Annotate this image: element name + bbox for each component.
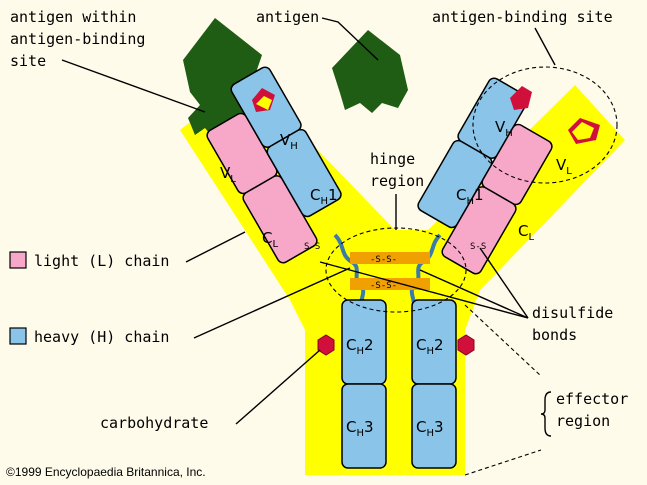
right-binding-pocket-vh [510, 86, 532, 110]
antigen-binding-site-outline [472, 66, 618, 184]
antigen-within-label-1: antigen within [10, 8, 136, 26]
light-chain-swatch [9, 251, 27, 269]
heavy-ss-text-1: -S-S- [370, 255, 397, 265]
carbohydrate-left [317, 334, 335, 356]
light-chain-leader [185, 231, 246, 263]
right-ch2-label: CH2 [416, 336, 444, 357]
effector-label-2: region [556, 412, 610, 430]
disulfide-leader-1 [479, 247, 529, 319]
heavy-chain-label: heavy (H) chain [34, 328, 169, 346]
heavy-chain-swatch [9, 327, 27, 345]
carbohydrate-right [457, 334, 475, 356]
copyright: ©1999 Encyclopaedia Britannica, Inc. [6, 465, 206, 479]
left-vl-label: VL [220, 164, 236, 185]
left-ch3-label: CH3 [346, 418, 374, 439]
carbohydrate-leader [235, 349, 321, 425]
right-arm [417, 77, 553, 275]
hinge-label-1: hinge [370, 150, 415, 168]
heavy-disulfide-bond-2 [350, 278, 430, 290]
hinge-label-2: region [370, 172, 424, 190]
antigen-within-label-2: antigen-binding [10, 30, 145, 48]
left-hinge-coil [333, 233, 366, 311]
right-binding-pocket-vl-inner [572, 122, 594, 140]
left-ch3-domain [341, 383, 387, 469]
right-cl-domain [441, 186, 517, 275]
right-ch1-label: CH1 [456, 186, 484, 207]
right-hinge-coil [409, 233, 442, 311]
light-chain-label: light (L) chain [34, 252, 169, 270]
antigen-within-label-3: site [10, 52, 46, 70]
antigen-free-blob [332, 30, 408, 113]
heavy-disulfide-bond-1 [350, 252, 430, 264]
antigen-binding-site-label: antigen-binding site [432, 8, 613, 26]
right-ch3-label: CH3 [416, 418, 444, 439]
left-light-ss-text: S-S [304, 242, 320, 252]
disulfide-label-2: bonds [532, 326, 577, 344]
effector-dashed-top [464, 304, 542, 377]
effector-dashed-bottom [464, 449, 542, 476]
right-light-ss-text: S-S [470, 242, 486, 252]
left-ch1-domain [266, 128, 342, 218]
right-cl-label: CL [518, 222, 534, 243]
antigen-in-pocket [256, 96, 272, 110]
heavy-ss-text-2: -S-S- [370, 281, 397, 291]
effector-bracket [540, 391, 552, 437]
heavy-chain-leader [193, 267, 351, 339]
right-vl-label: VL [556, 156, 572, 177]
left-ch1-label: CH1 [310, 186, 338, 207]
right-ch3-domain [411, 383, 457, 469]
antigen-binding-site-leader [534, 27, 556, 66]
antigen-leader [321, 17, 379, 61]
disulfide-leader-3 [319, 261, 529, 319]
antigen-within-leader [61, 59, 206, 113]
antigen-label: antigen [256, 8, 319, 26]
left-ch2-label: CH2 [346, 336, 374, 357]
disulfide-label-1: disulfide [532, 304, 613, 322]
disulfide-leader-2 [419, 269, 529, 319]
left-cl-label: CL [262, 229, 278, 250]
left-vh-label: VH [280, 131, 298, 152]
carbohydrate-label: carbohydrate [100, 414, 208, 432]
right-vh-label: VH [495, 118, 513, 139]
effector-label-1: effector [556, 390, 628, 408]
